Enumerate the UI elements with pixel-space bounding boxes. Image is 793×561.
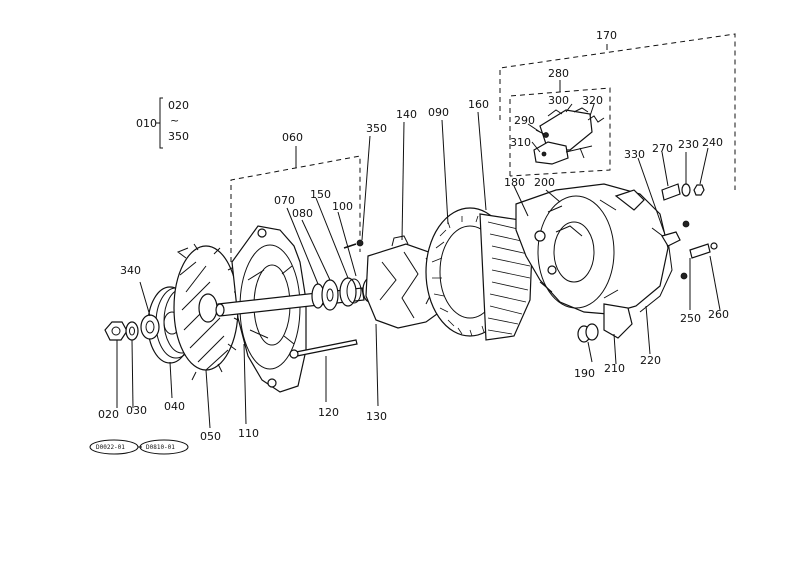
callout-140[interactable]: 140 bbox=[396, 108, 417, 121]
callout-200[interactable]: 200 bbox=[534, 176, 555, 189]
through-bolt-120[interactable] bbox=[289, 339, 358, 359]
brush-holder-310[interactable] bbox=[533, 141, 593, 165]
svg-text:~: ~ bbox=[170, 114, 179, 127]
callout-040[interactable]: 040 bbox=[164, 400, 185, 413]
reference-stamps: D0022-01 D0810-01 bbox=[89, 439, 189, 455]
terminal-bolt-330[interactable] bbox=[661, 231, 681, 247]
nut-set-250[interactable] bbox=[680, 220, 690, 280]
screw-350[interactable] bbox=[343, 239, 364, 249]
callout-270[interactable]: 270 bbox=[652, 142, 673, 155]
stamp-right-outline bbox=[139, 439, 189, 455]
callout-110[interactable]: 110 bbox=[238, 427, 259, 440]
callout-130[interactable]: 130 bbox=[366, 410, 387, 423]
callout-250[interactable]: 250 bbox=[680, 312, 701, 325]
callout-320[interactable]: 320 bbox=[582, 94, 603, 107]
terminal-270[interactable] bbox=[661, 183, 681, 201]
callout-120[interactable]: 120 bbox=[318, 406, 339, 419]
spring-320[interactable] bbox=[587, 115, 605, 123]
callout-150[interactable]: 150 bbox=[310, 188, 331, 201]
stud-260[interactable] bbox=[689, 242, 718, 259]
callout-060[interactable]: 060 bbox=[282, 131, 303, 144]
callout-300[interactable]: 300 bbox=[548, 94, 569, 107]
stamp-left[interactable]: D0022-01 bbox=[96, 444, 125, 451]
washer-230[interactable] bbox=[681, 183, 691, 197]
callout-310[interactable]: 310 bbox=[510, 136, 531, 149]
callout-290[interactable]: 290 bbox=[514, 114, 535, 127]
nut-020[interactable] bbox=[104, 321, 128, 341]
stamp-right[interactable]: D0810-01 bbox=[146, 444, 175, 451]
callout-220[interactable]: 220 bbox=[640, 354, 661, 367]
nut-240[interactable] bbox=[693, 184, 705, 196]
callout-070[interactable]: 070 bbox=[274, 194, 295, 207]
callout-090[interactable]: 090 bbox=[428, 106, 449, 119]
callout-330[interactable]: 330 bbox=[624, 148, 645, 161]
rear-cover-220[interactable] bbox=[603, 227, 673, 339]
callout-010[interactable]: 010 bbox=[136, 117, 157, 130]
callout-210[interactable]: 210 bbox=[604, 362, 625, 375]
callout-020-range[interactable]: 020 bbox=[168, 99, 189, 112]
group-bracket-010: 020 ~ 350 010 bbox=[136, 97, 189, 149]
callout-350[interactable]: 350 bbox=[366, 122, 387, 135]
callout-160[interactable]: 160 bbox=[468, 98, 489, 111]
callout-340[interactable]: 340 bbox=[120, 264, 141, 277]
callout-030[interactable]: 030 bbox=[126, 404, 147, 417]
callout-labels: 060 170 280 300 320 290 310 350 140 090 … bbox=[98, 29, 729, 443]
callout-280[interactable]: 280 bbox=[548, 67, 569, 80]
group-boundary-060 bbox=[230, 146, 361, 262]
callout-260[interactable]: 260 bbox=[708, 308, 729, 321]
group-boundary-170 bbox=[499, 33, 736, 190]
leader-lines bbox=[116, 103, 721, 429]
callout-350-range[interactable]: 350 bbox=[168, 130, 189, 143]
rear-frame-180[interactable] bbox=[515, 183, 669, 315]
group-boundary-280 bbox=[509, 80, 611, 177]
callout-170[interactable]: 170 bbox=[596, 29, 617, 42]
callout-190[interactable]: 190 bbox=[574, 367, 595, 380]
fan-050[interactable] bbox=[173, 243, 243, 381]
callout-050[interactable]: 050 bbox=[200, 430, 221, 443]
callout-230[interactable]: 230 bbox=[678, 138, 699, 151]
callout-100[interactable]: 100 bbox=[332, 200, 353, 213]
callout-080[interactable]: 080 bbox=[292, 207, 313, 220]
washer-030[interactable] bbox=[125, 321, 139, 341]
bearing-080[interactable] bbox=[321, 279, 339, 311]
bushing-190[interactable] bbox=[577, 323, 599, 343]
callout-240[interactable]: 240 bbox=[702, 136, 723, 149]
callout-180[interactable]: 180 bbox=[504, 176, 525, 189]
callout-020[interactable]: 020 bbox=[98, 408, 119, 421]
